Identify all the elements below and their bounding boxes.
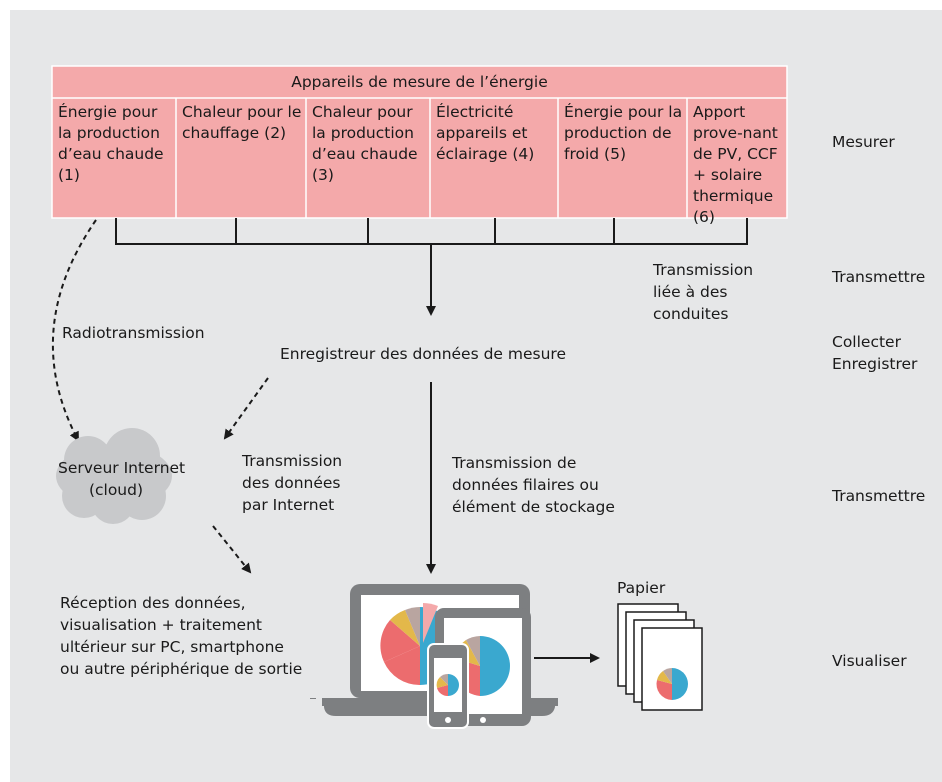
internet-transmission-line-1: Transmission [242, 452, 343, 470]
diagram-canvas [51, 65, 788, 729]
smartphone-icon [427, 643, 469, 729]
diagram-background: Appareils de mesure de l’énergie Énergie… [10, 10, 942, 782]
storage-transmission-line-2: données filaires ou [452, 476, 599, 494]
paper-label: Papier [617, 579, 666, 597]
reception-line-2: visualisation + traitement [60, 616, 262, 634]
tablet-icon [435, 608, 531, 726]
wired-transmission-line-1: Transmission [653, 261, 754, 279]
logger-to-cloud-arrow [223, 377, 269, 440]
cloud-server-label-1: Serveur Internet [58, 459, 186, 477]
meter-cell-1: Énergie pour la production d’eau chaude … [58, 103, 164, 184]
meter-table [51, 65, 788, 219]
internet-transmission-line-2: des données [242, 474, 341, 492]
stage-collect: Collecter [832, 333, 901, 351]
paper-pie-icon [656, 668, 688, 700]
stage-measure: Mesurer [832, 133, 895, 151]
radio-transmission-label: Radiotransmission [62, 324, 205, 342]
cloud-icon [56, 428, 172, 524]
meter-table-title: Appareils de mesure de l’énergie [291, 73, 548, 91]
cloud-to-device-arrow [212, 525, 252, 574]
wired-transmission-line-3: conduites [653, 305, 729, 323]
meter-cell-2: Chaleur pour le chauffage (2) [182, 103, 302, 142]
radio-arrow [51, 219, 97, 442]
meter-cell-5: Énergie pour la production de froid (5) [564, 103, 683, 163]
reception-line-3: ultérieur sur PC, smartphone [60, 638, 284, 656]
meter-cell-6: Apport prove-nant de PV, CCF + solaire t… [693, 103, 778, 226]
wired-transmission-line-2: liée à des [653, 283, 728, 301]
stage-record: Enregistrer [832, 355, 918, 373]
data-logger-label: Enregistreur des données de mesure [280, 345, 567, 363]
bus-connector [115, 218, 748, 245]
meter-cell-3: Chaleur pour la production d’eau chaude … [312, 103, 418, 184]
stage-visualize: Visualiser [832, 652, 907, 670]
reception-line-1: Réception des données, [60, 594, 246, 612]
reception-line-4: ou autre périphérique de sortie [60, 660, 303, 678]
internet-transmission-line-3: par Internet [242, 496, 335, 514]
meter-cell-4: Électricité appareils et éclairage (4) [436, 103, 535, 163]
paper-stack-icon [617, 603, 703, 711]
storage-transmission-line-3: élément de stockage [452, 498, 615, 516]
stage-transmit-data: Transmettre [832, 487, 926, 505]
stage-transmit-wired: Transmettre [832, 268, 926, 286]
storage-transmission-line-1: Transmission de [452, 454, 577, 472]
cloud-server-label-2: (cloud) [88, 481, 144, 499]
